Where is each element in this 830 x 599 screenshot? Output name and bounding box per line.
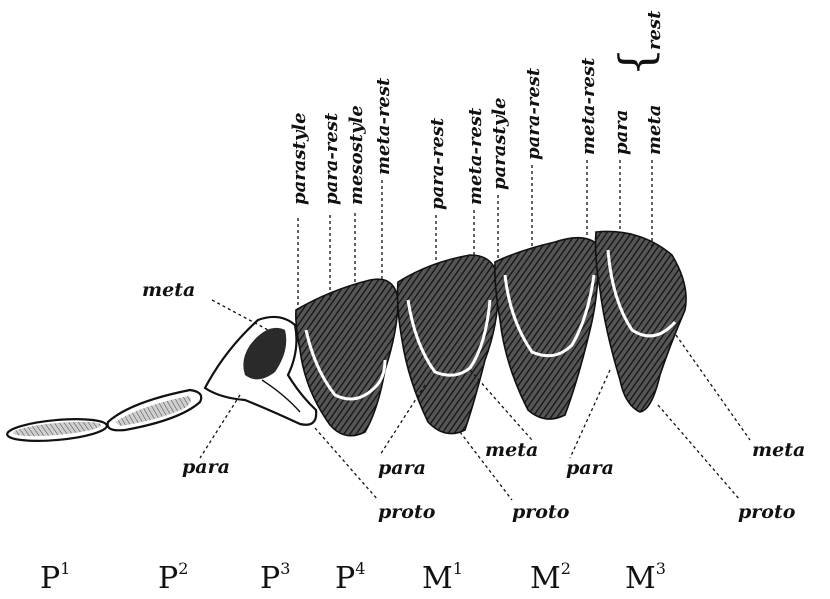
label-parastyle-m2: parastyle (489, 97, 510, 190)
tooth-name-p1: P1 (40, 559, 70, 596)
brace-m3: { (609, 47, 663, 76)
label-proto-p4: proto (378, 501, 436, 523)
tooth-m2 (495, 238, 598, 419)
tooth-m1 (398, 255, 499, 434)
tooth-p2 (108, 390, 202, 430)
tooth-p1 (6, 416, 107, 445)
label-meta-rest-m1: meta-rest (465, 107, 486, 205)
label-para-rest-m2: para-rest (523, 67, 544, 160)
tooth-name-p2: P2 (158, 559, 188, 596)
tooth-name-p4: P4 (335, 559, 365, 596)
label-para-p3: para (182, 456, 230, 478)
label-meta-m1: meta (485, 439, 538, 461)
label-meta-left: meta (142, 279, 195, 301)
label-para-m3: para (611, 110, 632, 155)
label-parastyle-p4: parastyle (289, 112, 310, 205)
label-meta-m3: meta (752, 439, 805, 461)
tooth-name-p3: P3 (260, 559, 290, 596)
label-para-m2: para (566, 457, 614, 479)
label-proto-m3: proto (738, 501, 796, 523)
label-para-rest-m1: para-rest (427, 117, 448, 210)
label-para-m1: para (378, 457, 426, 479)
tooth-name-m2: M2 (530, 559, 571, 596)
label-meta-rest-p4: meta-rest (373, 77, 394, 175)
tooth-m3 (596, 231, 687, 412)
label-rest-m3: rest (644, 10, 665, 50)
label-meta-rest-m2: meta-rest (578, 57, 599, 155)
tooth-name-m3: M3 (625, 559, 666, 596)
tooth-name-m1: M1 (422, 559, 463, 596)
label-proto-m1: proto (512, 501, 570, 523)
label-meta-m3-vertical: meta (644, 105, 665, 155)
label-para-rest-p4: para-rest (321, 112, 342, 205)
label-mesostyle-p4: mesostyle (346, 105, 367, 205)
vertical-labels: parastyle para-rest mesostyle meta-rest … (289, 10, 665, 210)
tooth-names: P1 P2 P3 P4 M1 M2 M3 (40, 559, 666, 596)
